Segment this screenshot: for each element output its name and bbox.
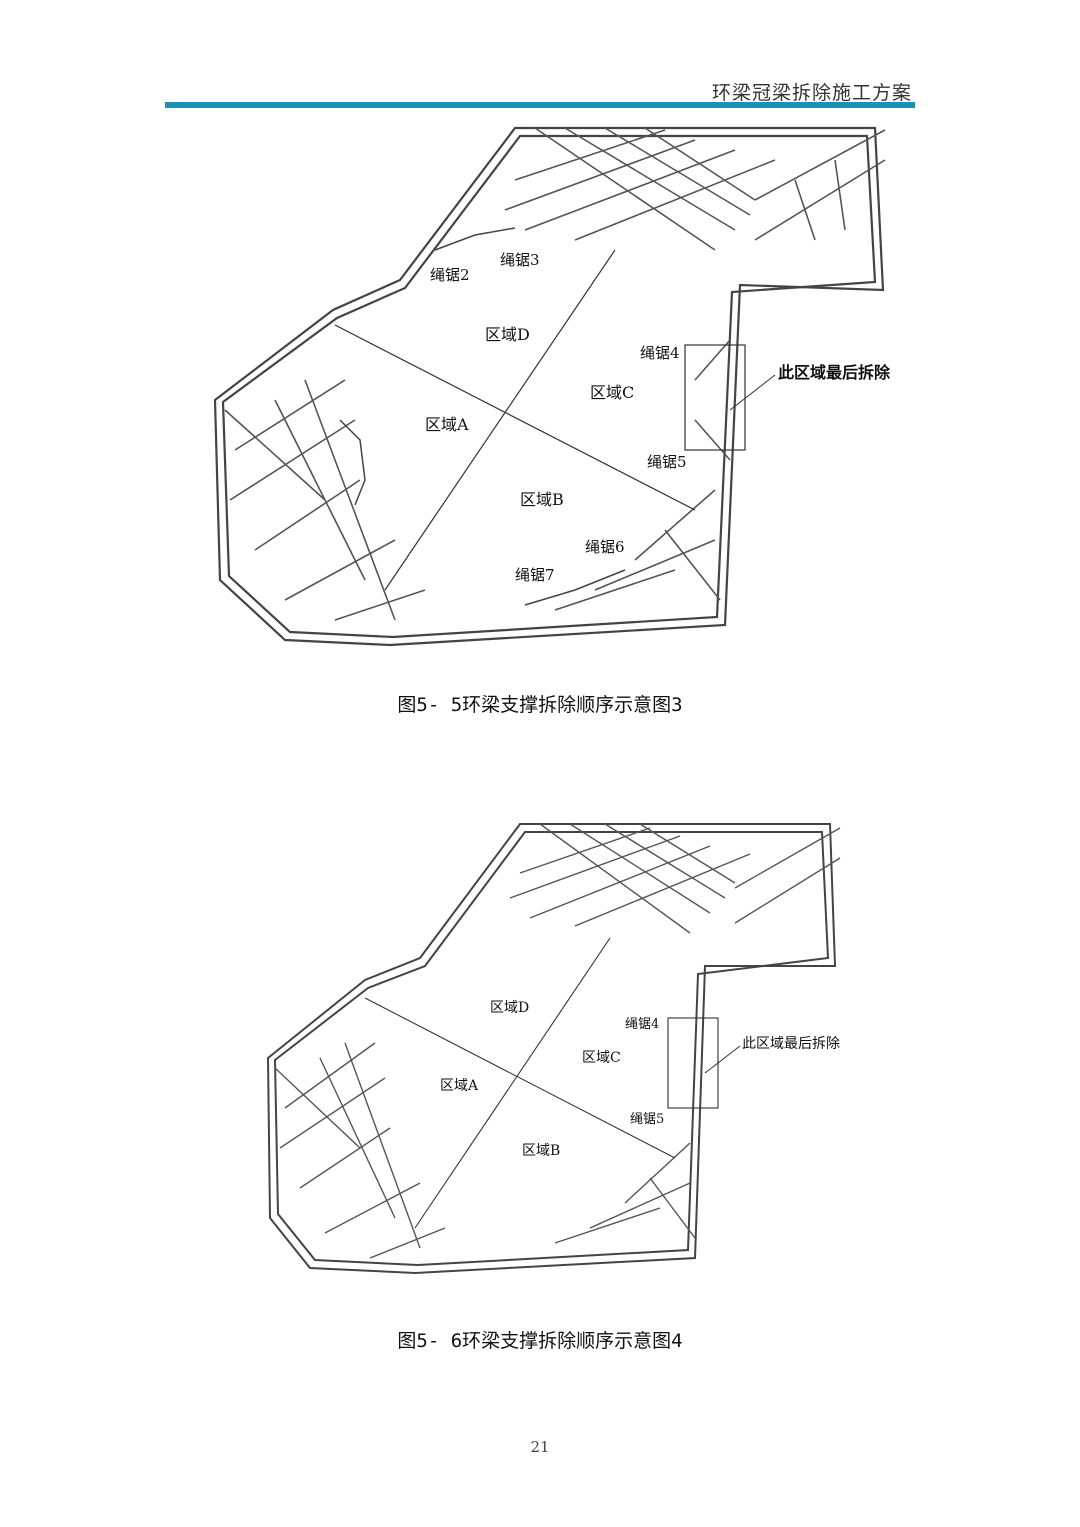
saw-2-label: 绳锯2 xyxy=(430,266,470,284)
page-number: 21 xyxy=(530,1438,550,1456)
bracing-grid xyxy=(274,823,841,1259)
zone-c-label: 区域C xyxy=(582,1050,621,1066)
diagonal-divider-lines xyxy=(334,249,696,591)
saw-5-label: 绳锯5 xyxy=(630,1112,664,1127)
figure-2-diagram: 区域A 区域B 区域C 区域D 绳锯4 绳锯5 此区域最后拆除 xyxy=(266,823,841,1275)
last-removal-leader xyxy=(704,1045,741,1074)
saw-3-label: 绳锯3 xyxy=(500,251,540,269)
figure-1-diagram: 区域A 区域B 区域C 区域D 绳锯2 绳锯3 绳锯4 绳锯5 绳锯6 绳锯7 … xyxy=(213,126,891,647)
header-title: 环梁冠梁拆除施工方案 xyxy=(711,82,912,104)
zone-c-label: 区域C xyxy=(590,383,634,402)
header-rule xyxy=(165,102,915,108)
zone-b-label: 区域B xyxy=(520,490,564,509)
bracing-grid xyxy=(224,127,886,621)
zone-d-label: 区域D xyxy=(485,325,530,344)
saw-5-label: 绳锯5 xyxy=(647,453,687,471)
last-removal-label: 此区域最后拆除 xyxy=(742,1036,840,1052)
saw-7-label: 绳锯7 xyxy=(515,566,555,584)
last-removal-box xyxy=(684,344,746,451)
outer-ring-beam xyxy=(213,126,885,647)
figure-1-caption: 图5- 5环梁支撑拆除顺序示意图3 xyxy=(397,694,683,716)
zone-a-label: 区域A xyxy=(425,415,469,434)
inner-arc-top xyxy=(434,227,516,251)
outer-ring-beam xyxy=(266,823,837,1275)
zone-b-label: 区域B xyxy=(522,1143,560,1159)
saw-4-label: 绳锯4 xyxy=(640,344,680,362)
inner-arc-bottom xyxy=(524,569,626,606)
inner-arc-left xyxy=(339,419,366,506)
zone-a-label: 区域A xyxy=(440,1078,479,1094)
saw-4-label: 绳锯4 xyxy=(625,1017,659,1032)
last-removal-label: 此区域最后拆除 xyxy=(778,363,891,382)
last-removal-leader xyxy=(729,374,776,411)
saw-6-label: 绳锯6 xyxy=(585,538,625,556)
figure-2-caption: 图5- 6环梁支撑拆除顺序示意图4 xyxy=(397,1330,683,1352)
diagonal-divider-lines xyxy=(364,937,676,1229)
zone-d-label: 区域D xyxy=(490,1000,529,1016)
